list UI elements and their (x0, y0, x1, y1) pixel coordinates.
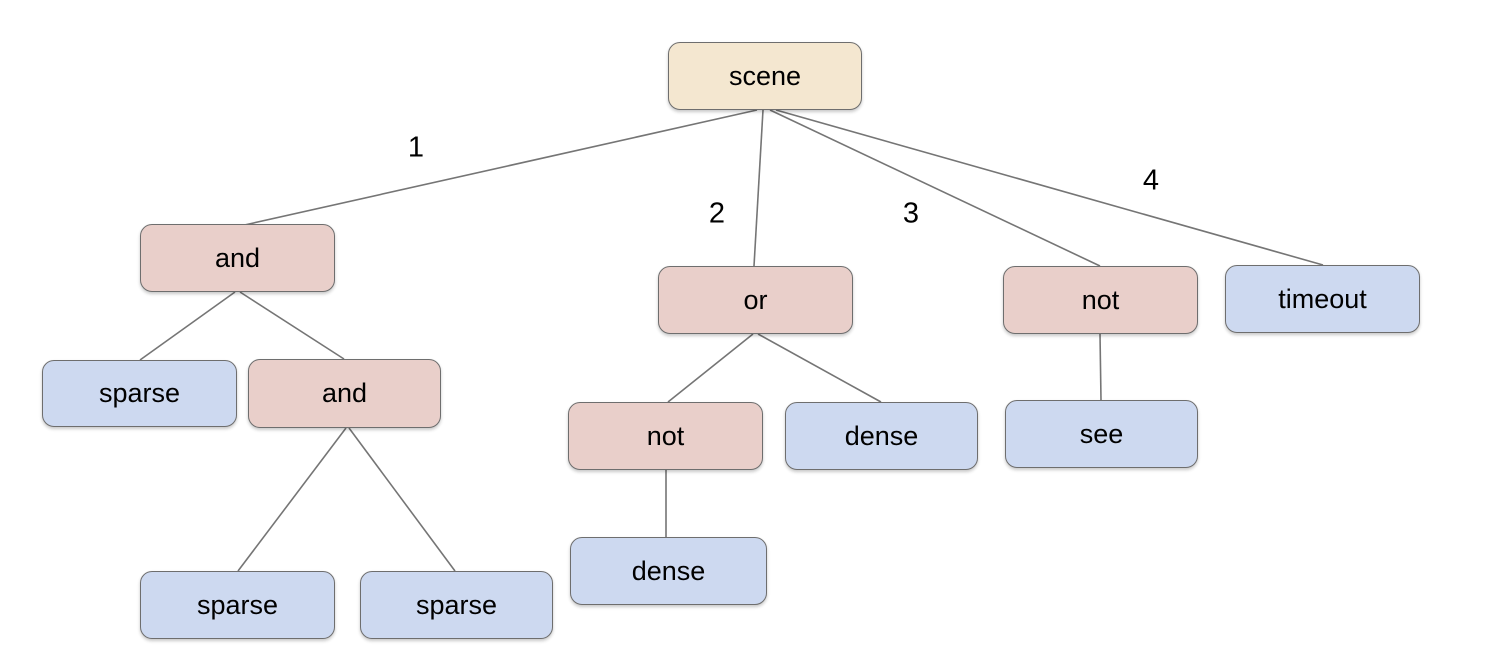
node-sparse-1: sparse (42, 360, 237, 427)
node-dense-1: dense (785, 402, 978, 470)
edge-not-see (1099, 333, 1102, 401)
edge-scene-and (239, 109, 758, 227)
node-not-1: not (1003, 266, 1198, 334)
edge-and2-sparse2 (237, 427, 347, 572)
edge-scene-not (769, 109, 1101, 267)
edge-and-sparse (139, 291, 236, 361)
node-and-2: and (248, 359, 441, 428)
node-sparse-2: sparse (140, 571, 335, 639)
node-dense-2: dense (570, 537, 767, 605)
edge-label-1: 1 (407, 131, 425, 164)
node-timeout: timeout (1225, 265, 1420, 333)
edge-and-and (239, 291, 345, 360)
node-scene: scene (668, 42, 862, 110)
edge-label-2: 2 (708, 197, 726, 230)
edge-or-dense (757, 333, 882, 403)
node-sparse-3: sparse (360, 571, 553, 639)
node-or: or (658, 266, 853, 334)
edge-label-4: 4 (1142, 164, 1160, 197)
node-and-1: and (140, 224, 335, 292)
edge-scene-or (753, 109, 764, 267)
edge-and2-sparse3 (348, 427, 456, 572)
node-see: see (1005, 400, 1198, 468)
edge-label-3: 3 (902, 197, 920, 230)
node-not-2: not (568, 402, 763, 470)
edge-or-not (667, 333, 754, 403)
edge-scene-timeout (775, 109, 1324, 266)
